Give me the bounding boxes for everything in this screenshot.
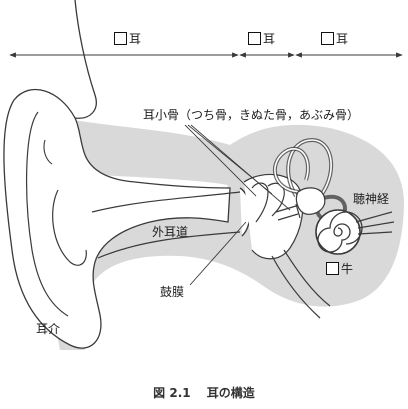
tragus bbox=[43, 139, 53, 165]
ear-canal-lower-wall bbox=[97, 231, 241, 259]
ear-canal-upper-wall bbox=[91, 191, 241, 213]
caption-number: 図 2.1 bbox=[153, 386, 191, 400]
middle-region-blank-box bbox=[248, 32, 261, 45]
auditory-nerve-shape bbox=[355, 211, 395, 235]
figure-caption: 図 2.1 耳の構造 bbox=[0, 384, 408, 401]
pinna-label: 耳介 bbox=[36, 322, 61, 336]
ear-diagram-svg bbox=[3, 0, 404, 350]
semicircular-canal-1-inner bbox=[287, 139, 332, 197]
ear-canal-label: 外耳道 bbox=[152, 225, 189, 239]
ossicles-leader-1 bbox=[184, 124, 257, 197]
stapes bbox=[275, 203, 301, 221]
cochlea-spiral bbox=[317, 211, 363, 253]
eardrum-leader bbox=[189, 221, 247, 286]
cochlea-label: 牛 bbox=[341, 262, 354, 276]
middle-region-label: 耳 bbox=[263, 32, 276, 46]
head-outline bbox=[74, 0, 97, 119]
incus bbox=[267, 182, 285, 217]
cochlea-outer bbox=[315, 209, 361, 255]
inner-region-blank-box bbox=[321, 32, 334, 45]
eustachian-tube bbox=[271, 249, 331, 319]
eardrum-label: 鼓膜 bbox=[160, 285, 185, 299]
pinna-outline bbox=[3, 88, 231, 349]
auditory-nerve-label: 聴神経 bbox=[353, 192, 390, 206]
caption-title: 耳の構造 bbox=[206, 386, 255, 400]
ossicles-label: 耳小骨（つち骨，きぬた骨，あぶみ骨） bbox=[143, 108, 360, 122]
pinna-inner-fold bbox=[26, 111, 69, 317]
outer-region-label: 耳 bbox=[129, 32, 142, 46]
vestibule bbox=[295, 187, 326, 215]
tissue-band bbox=[55, 118, 404, 350]
cochlea-blank-box bbox=[326, 262, 339, 275]
outer-region-blank-box bbox=[114, 32, 127, 45]
malleus bbox=[251, 182, 269, 223]
ossicles-leader-3 bbox=[190, 124, 291, 211]
semicircular-canal-2-inner bbox=[274, 148, 309, 193]
inner-region-label: 耳 bbox=[336, 32, 349, 46]
concha bbox=[52, 189, 87, 266]
